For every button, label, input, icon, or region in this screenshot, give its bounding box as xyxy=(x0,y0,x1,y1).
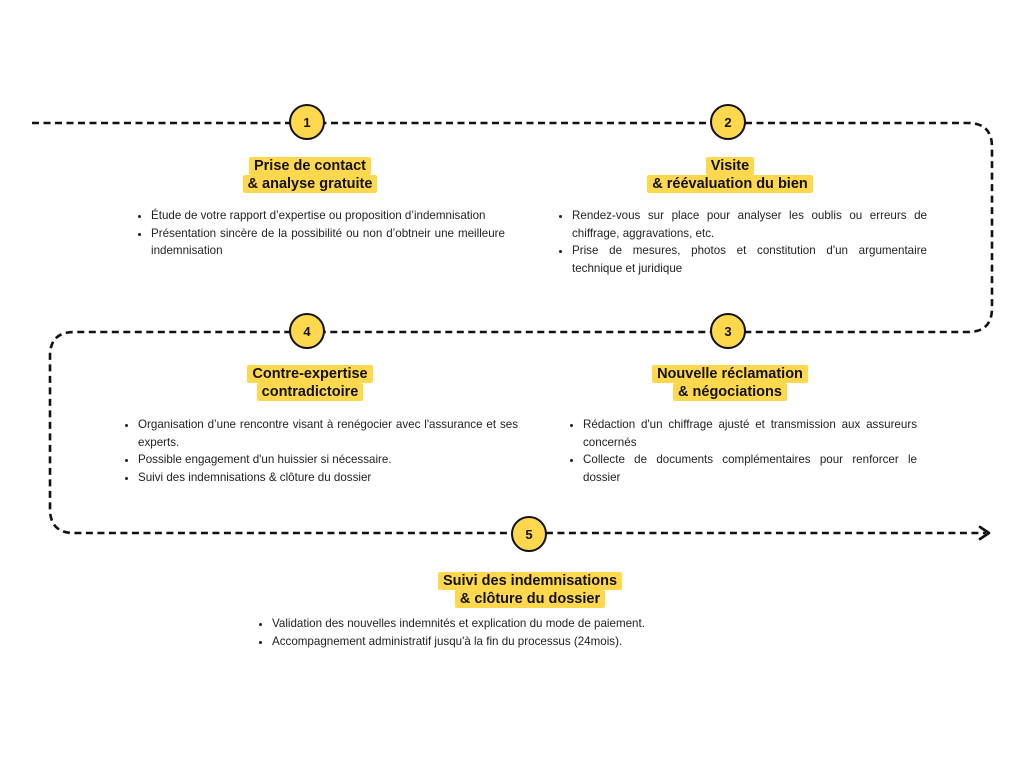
step-5-title-line2: & clôture du dossier xyxy=(454,590,606,608)
step-4-number-badge: 4 xyxy=(289,313,325,349)
arrow-head-icon xyxy=(978,525,991,541)
step-5-bullet: Validation des nouvelles indemnités et e… xyxy=(272,615,772,633)
step-3-number-badge: 3 xyxy=(710,313,746,349)
step-4-bullet: Organisation d’une rencontre visant à re… xyxy=(138,416,518,451)
step-4-bullet: Suivi des indemnisations & clôture du do… xyxy=(138,469,518,487)
step-5-title-line1: Suivi des indemnisations xyxy=(437,572,623,590)
step-2-title-line2: & réévaluation du bien xyxy=(647,175,813,193)
step-2-title: Visite & réévaluation du bien xyxy=(600,157,860,193)
step-2-bullet: Prise de mesures, photos et constitution… xyxy=(572,242,927,277)
step-4-title: Contre-expertise contradictoire xyxy=(190,365,430,401)
step-5-number-badge: 5 xyxy=(511,516,547,552)
step-3-title: Nouvelle réclamation & négociations xyxy=(600,365,860,401)
step-2-number-badge: 2 xyxy=(710,104,746,140)
step-4-bullet-list: Organisation d’une rencontre visant à re… xyxy=(118,416,518,486)
step-4-title-line2: contradictoire xyxy=(256,383,364,401)
step-3-title-line2: & négociations xyxy=(673,383,787,401)
step-3-title-line1: Nouvelle réclamation xyxy=(652,365,808,383)
step-4-title-line1: Contre-expertise xyxy=(247,365,373,383)
step-1-title-line2: & analyse gratuite xyxy=(242,175,378,193)
step-4-bullet: Possible engagement d'un huissier si néc… xyxy=(138,451,518,469)
step-1-bullet-list: Étude de votre rapport d’expertise ou pr… xyxy=(131,207,505,260)
step-2-bullet: Rendez-vous sur place pour analyser les … xyxy=(572,207,927,242)
step-5-title: Suivi des indemnisations & clôture du do… xyxy=(380,572,680,608)
step-2-bullet-list: Rendez-vous sur place pour analyser les … xyxy=(552,207,927,277)
step-5-bullet: Accompagnement administratif jusqu'à la … xyxy=(272,633,772,651)
step-1-bullet: Étude de votre rapport d’expertise ou pr… xyxy=(151,207,505,225)
step-2-title-line1: Visite xyxy=(705,157,755,175)
step-1-bullet: Présentation sincère de la possibilité o… xyxy=(151,225,505,260)
step-3-bullet: Collecte de documents complémentaires po… xyxy=(583,451,917,486)
step-1-title-line1: Prise de contact xyxy=(248,157,371,175)
step-1-title: Prise de contact & analyse gratuite xyxy=(190,157,430,193)
step-3-bullet: Rédaction d'un chiffrage ajusté et trans… xyxy=(583,416,917,451)
step-1-number-badge: 1 xyxy=(289,104,325,140)
step-5-bullet-list: Validation des nouvelles indemnités et e… xyxy=(252,615,772,650)
step-3-bullet-list: Rédaction d'un chiffrage ajusté et trans… xyxy=(563,416,917,486)
